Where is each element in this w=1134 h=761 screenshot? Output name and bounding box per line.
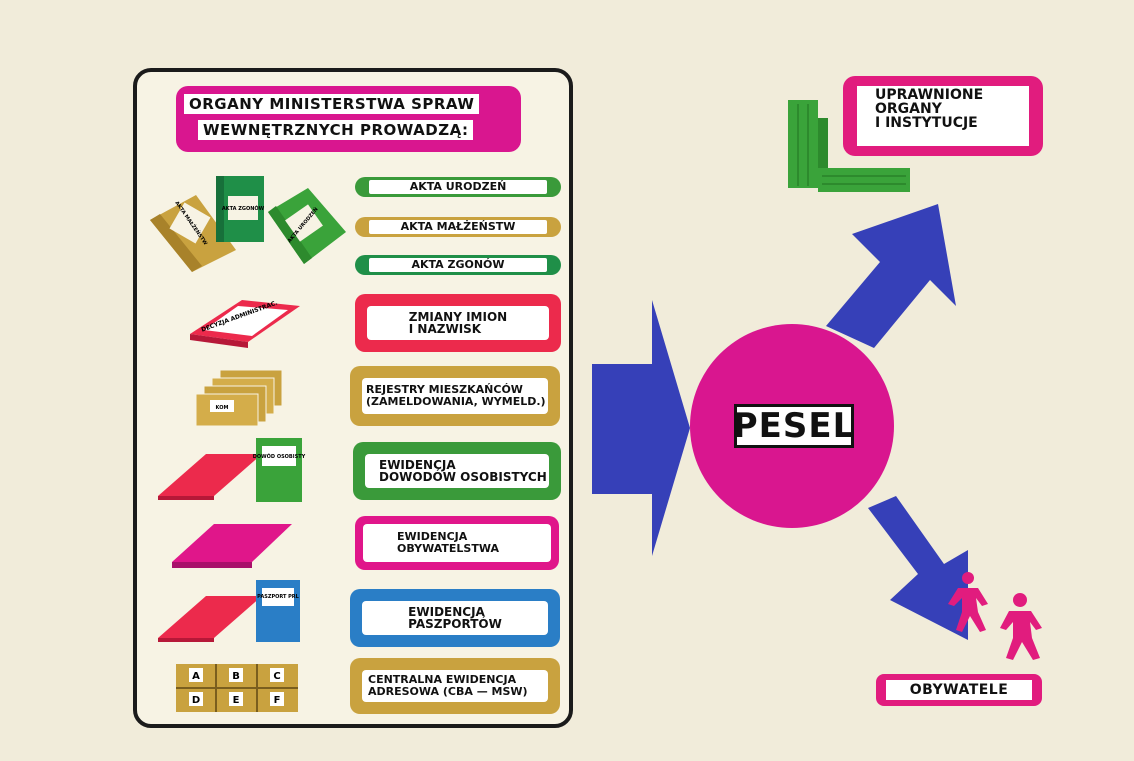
passport-icon: PASZPORT PRL xyxy=(158,580,300,642)
decision-card-icon: DECYZJA ADMINISTRAC. xyxy=(190,300,300,348)
register-dowody-osobiste: EWIDENCJA DOWODÓW OSOBISTYCH xyxy=(353,442,561,500)
register-obywatelstwo: EWIDENCJA OBYWATELSTWA xyxy=(355,516,559,570)
register-label: EWIDENCJA OBYWATELSTWA xyxy=(363,524,551,562)
input-arrow xyxy=(592,300,690,556)
register-paszporty: EWIDENCJA PASZPORTÓW xyxy=(350,589,560,647)
passport-label: PASZPORT PRL xyxy=(257,594,300,600)
register-label: AKTA URODZEŃ xyxy=(369,180,547,194)
grid-cell-d: D xyxy=(192,695,200,706)
authorized-institutions-label: UPRAWNIONE ORGANY I INSTYTUCJE xyxy=(857,86,1029,146)
pesel-label: PESEL xyxy=(732,404,856,448)
grid-cell-c: C xyxy=(273,671,280,682)
register-label: EWIDENCJA PASZPORTÓW xyxy=(362,601,548,635)
register-akta-malzenstw: AKTA MAŁŻEŃSTW xyxy=(355,217,561,237)
grid-cell-a: A xyxy=(192,671,200,682)
register-label: AKTA MAŁŻEŃSTW xyxy=(369,220,547,234)
arrow-to-institutions xyxy=(826,204,956,348)
register-label: CENTRALNA EWIDENCJA ADRESOWA (CBA — MSW) xyxy=(362,670,548,702)
card-stack-icon: KOM xyxy=(195,369,283,427)
arrow-to-citizens xyxy=(868,496,968,640)
grid-cell-e: E xyxy=(233,695,240,706)
register-label: EWIDENCJA DOWODÓW OSOBISTYCH xyxy=(365,454,549,488)
register-adresowa: CENTRALNA EWIDENCJA ADRESOWA (CBA — MSW) xyxy=(350,658,560,714)
citizens-label: OBYWATELE xyxy=(886,680,1032,700)
book-middle-icon: AKTA ZGONÓW xyxy=(216,176,265,242)
book-middle-label: AKTA ZGONÓW xyxy=(222,205,265,212)
id-card-label: DOWÓD OSOBISTY xyxy=(253,453,306,460)
register-label: AKTA ZGONÓW xyxy=(369,258,547,272)
citizens-box: OBYWATELE xyxy=(876,674,1042,706)
register-label: REJESTRY MIESZKAŃCÓW (ZAMELDOWANIA, WYME… xyxy=(362,378,548,414)
panel-title-line-2: WEWNĘTRZNYCH PROWADZĄ: xyxy=(198,120,474,140)
institution-building-icon xyxy=(788,100,910,192)
register-akta-urodzen: AKTA URODZEŃ xyxy=(355,177,561,197)
citizens-people-icon xyxy=(948,572,1042,660)
grid-cell-b: B xyxy=(232,671,240,682)
book-right-icon: AKTA URODZEŃ xyxy=(268,188,346,264)
register-akta-zgonow: AKTA ZGONÓW xyxy=(355,255,561,275)
id-card-icon: DOWÓD OSOBISTY xyxy=(158,438,306,502)
citizenship-folder-icon xyxy=(172,524,292,568)
register-label: ZMIANY IMION I NAZWISK xyxy=(367,306,549,340)
grid-cell-f: F xyxy=(274,695,281,706)
address-grid-icon: A B C D E F xyxy=(176,664,298,712)
card-stack-label: KOM xyxy=(216,405,229,411)
authorized-institutions-box: UPRAWNIONE ORGANY I INSTYTUCJE xyxy=(843,76,1043,156)
book-left-icon: AKTA MAŁŻEŃSTW xyxy=(150,195,236,272)
register-rejestry-mieszkancow: REJESTRY MIESZKAŃCÓW (ZAMELDOWANIA, WYME… xyxy=(350,366,560,426)
register-zmiany-imion: ZMIANY IMION I NAZWISK xyxy=(355,294,561,352)
panel-title-line-1: ORGANY MINISTERSTWA SPRAW xyxy=(184,94,480,114)
panel-title: ORGANY MINISTERSTWA SPRAW WEWNĘTRZNYCH P… xyxy=(176,86,521,152)
